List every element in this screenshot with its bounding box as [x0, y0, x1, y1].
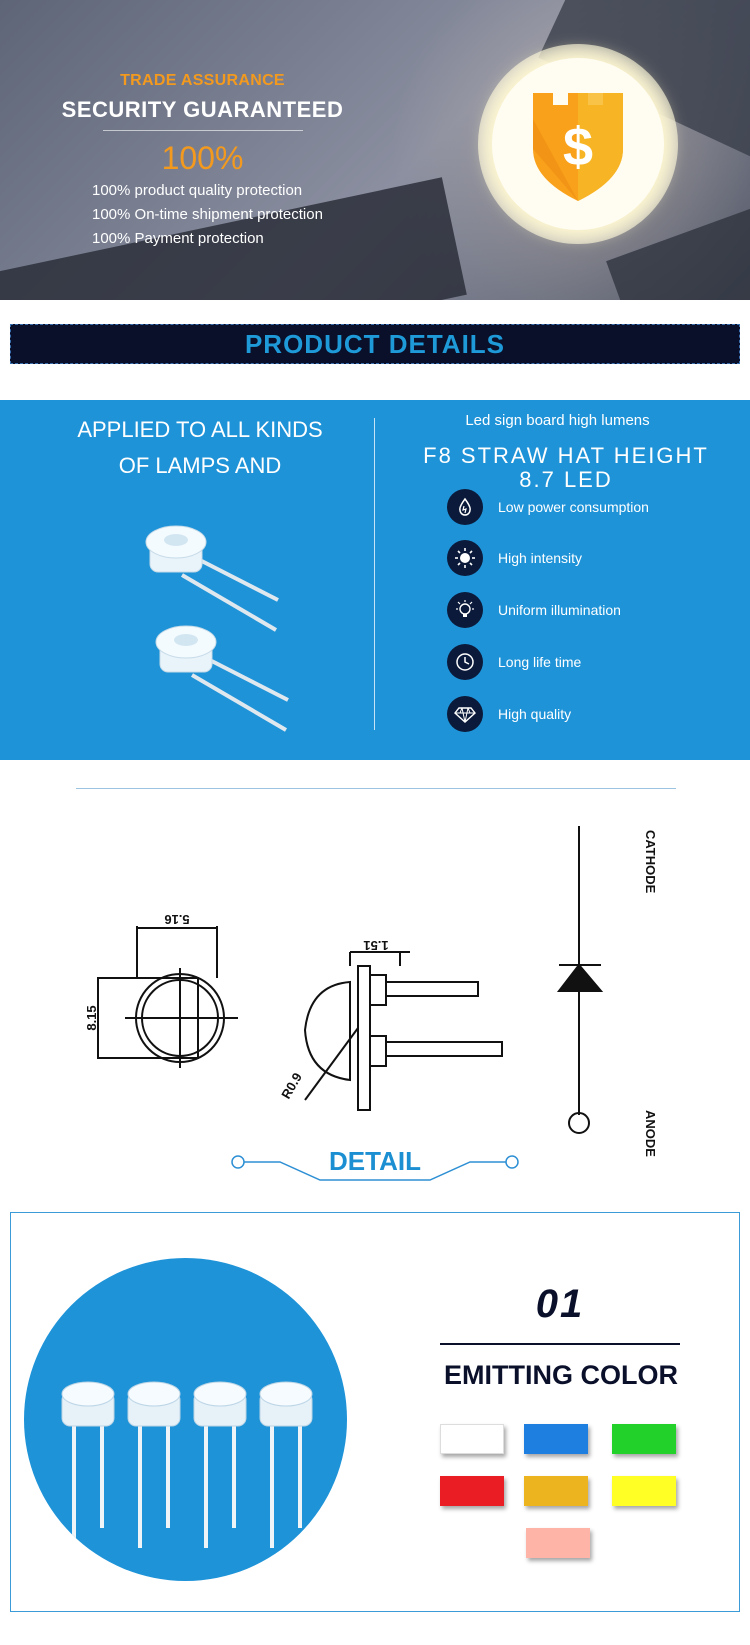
dim-side-label: 8.15 [84, 1005, 99, 1030]
diamond-icon [447, 696, 483, 732]
feature-label: Uniform illumination [498, 602, 621, 618]
hero-divider [103, 130, 303, 131]
led-heading: F8 STRAW HAT HEIGHT 8.7 LED [380, 444, 750, 492]
swatch-amber [524, 1476, 588, 1506]
cathode-label: CATHODE [643, 830, 658, 894]
product-details-bar: PRODUCT DETAILS [10, 324, 740, 364]
dollar-shield-icon: $ [492, 58, 664, 230]
section-number: 01 [535, 1282, 585, 1326]
dim-top-label: 5.16 [164, 912, 189, 927]
swatch-green [612, 1424, 676, 1454]
svg-text:$: $ [563, 117, 593, 177]
led-subtitle: Led sign board high lumens [465, 412, 650, 429]
swatch-white [440, 1424, 504, 1454]
emitting-color-title: EMITTING COLOR [444, 1360, 678, 1390]
feature-label: Low power consumption [498, 499, 649, 515]
product-details-title: PRODUCT DETAILS [244, 329, 506, 359]
hundred-percent: 100% [161, 140, 244, 176]
applied-text: APPLIED TO ALL KINDS OF LAMPS AND [35, 412, 365, 484]
feature-label: High quality [498, 706, 572, 722]
feature-long-life: Long life time [447, 644, 747, 680]
swatch-yellow [612, 1476, 676, 1506]
drawing-top-rule [76, 788, 676, 789]
anode-label: ANODE [643, 1110, 658, 1157]
led-heading-line-2: 8.7 LED [519, 467, 613, 492]
detail-title: DETAIL [329, 1146, 421, 1176]
detail-ribbon: DETAIL [225, 1144, 525, 1204]
applied-line-2: OF LAMPS AND [118, 453, 282, 478]
feature-high-intensity: High intensity [447, 540, 747, 576]
detail-box [10, 1212, 740, 1612]
dim-radius-label: R0.9 [278, 1070, 305, 1101]
water-drop-icon [447, 489, 483, 525]
trade-assurance-banner: TRADE ASSURANCE SECURITY GUARANTEED 100%… [0, 0, 750, 300]
feature-low-power: Low power consumption [447, 489, 747, 525]
led-product-image [145, 525, 289, 732]
dim-lead-label: 1.51 [363, 938, 388, 953]
applied-line-1: APPLIED TO ALL KINDS [77, 417, 323, 442]
quality-protection-text: 100% product quality protection [92, 182, 303, 199]
swatch-blue [524, 1424, 588, 1454]
swatch-pink [526, 1528, 590, 1558]
clock-icon [447, 644, 483, 680]
shipment-protection-text: 100% On-time shipment protection [92, 206, 323, 223]
band-separator [374, 418, 375, 730]
swatch-red [440, 1476, 504, 1506]
payment-protection-text: 100% Payment protection [92, 230, 264, 247]
dimension-drawing: 5.16 8.15 1.51 R0.9 CATHODE ANODE [84, 826, 658, 1157]
feature-uniform-illumination: Uniform illumination [447, 592, 747, 628]
led-row-photo [24, 1258, 347, 1581]
trade-assurance-label: TRADE ASSURANCE [120, 72, 285, 89]
sun-icon [447, 540, 483, 576]
feature-label: High intensity [498, 550, 583, 566]
detail-ribbon-lines [231, 1155, 519, 1181]
feature-label: Long life time [498, 654, 582, 670]
security-guaranteed-title: SECURITY GUARANTEED [61, 97, 344, 122]
features-band [0, 400, 750, 760]
feature-high-quality: High quality [447, 696, 747, 732]
led-heading-line-1: F8 STRAW HAT HEIGHT [423, 443, 709, 468]
bulb-icon [447, 592, 483, 628]
section-number-rule [440, 1343, 680, 1345]
